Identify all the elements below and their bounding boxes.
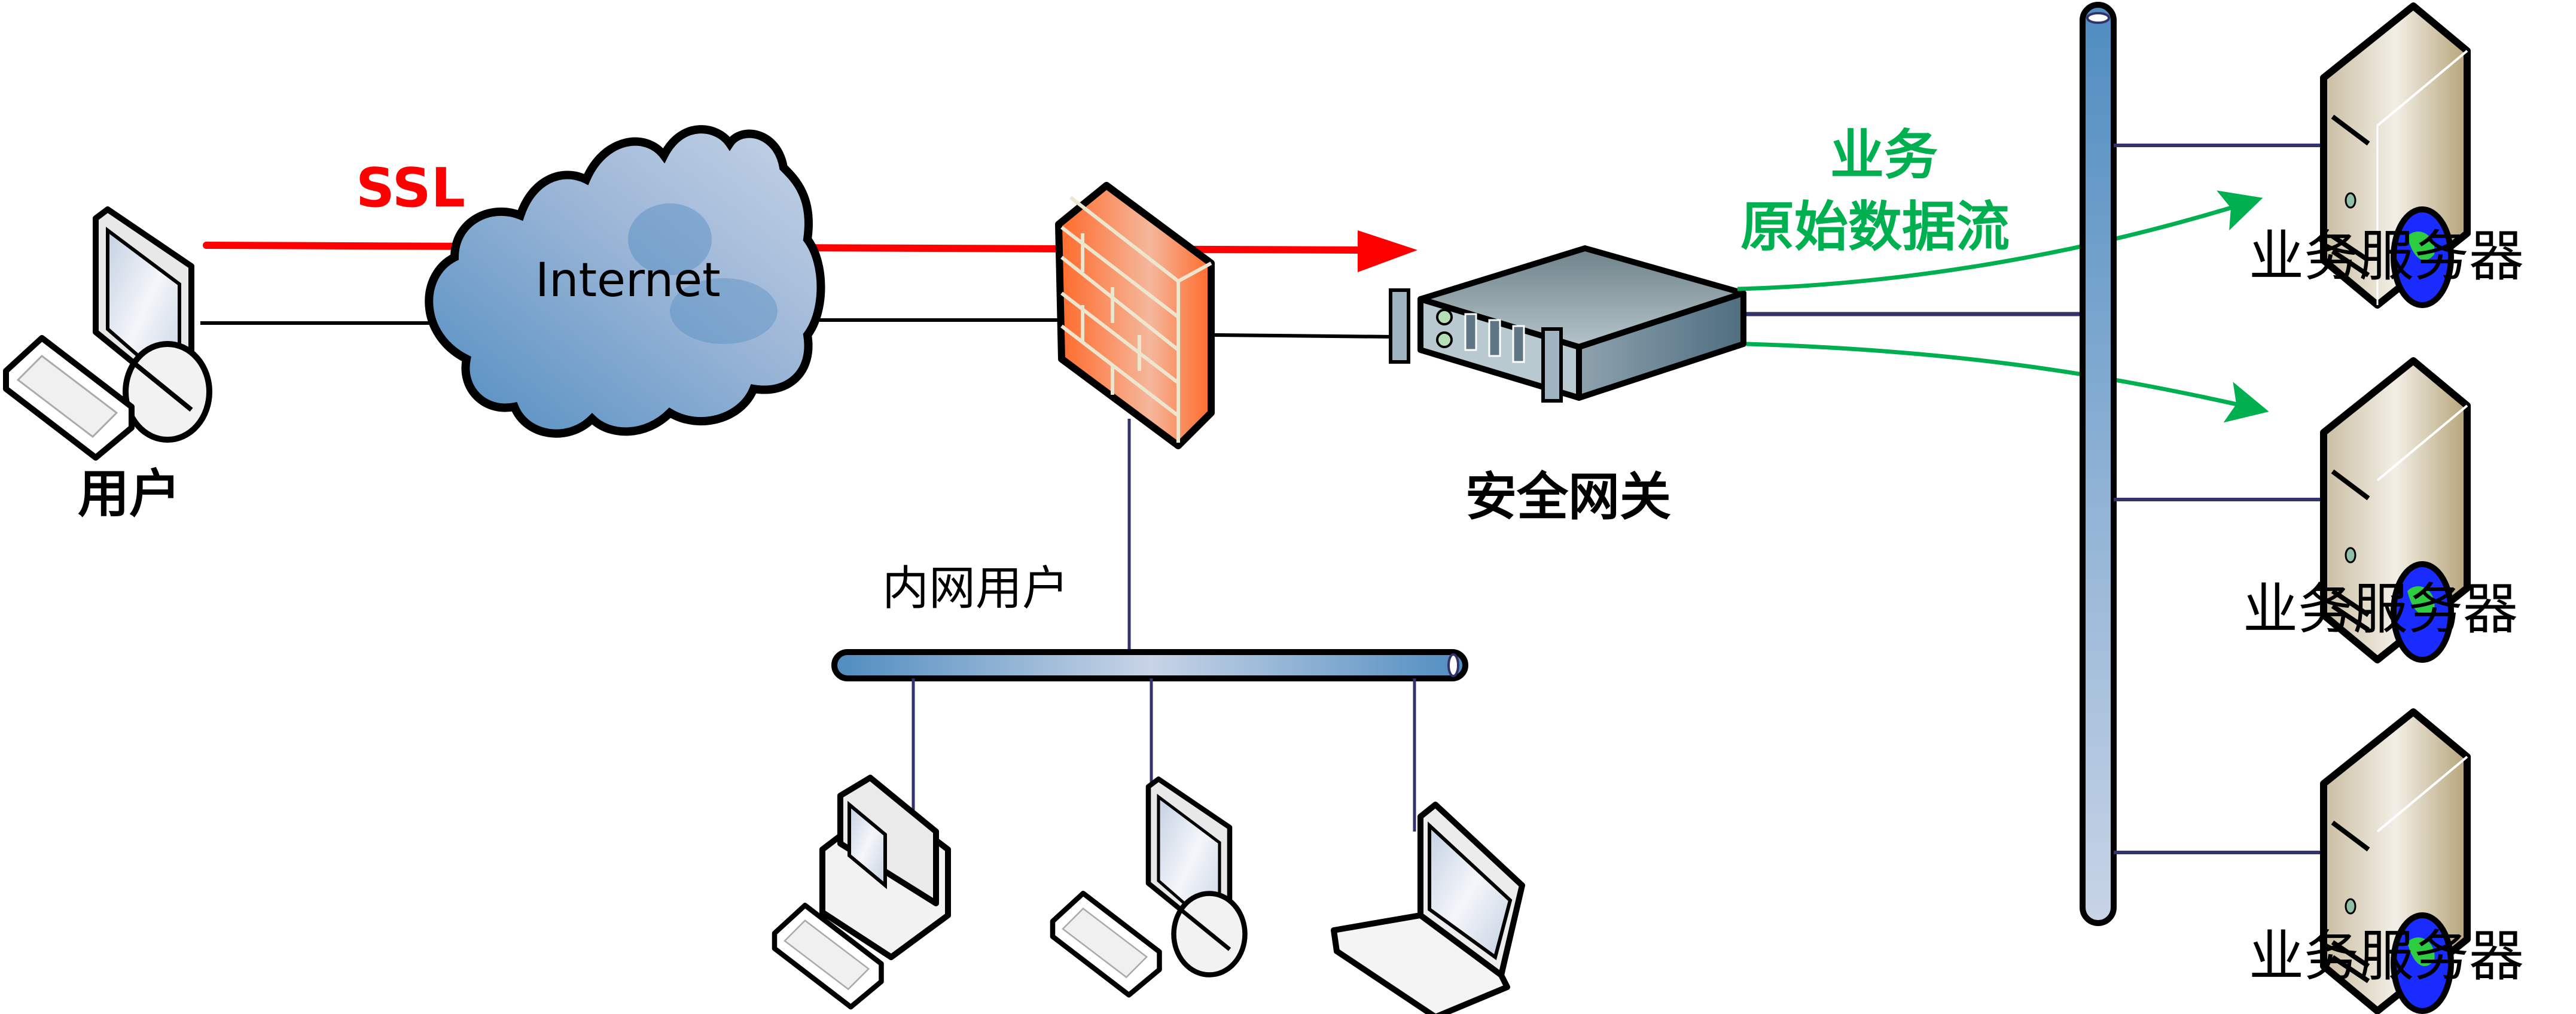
flow-arrow-lower — [1746, 342, 2269, 423]
server-label-2: 业务服务器 — [2243, 577, 2518, 641]
user-label: 用户 — [78, 464, 181, 524]
intranet-label: 内网用户 — [882, 562, 1069, 616]
server-bus — [2080, 2, 2117, 926]
desktop-computer-icon — [1148, 779, 1245, 975]
link-firewall-gateway — [1214, 333, 1394, 339]
tower-computer-icon — [819, 775, 951, 960]
intranet-bus — [831, 649, 1468, 681]
flow-arrow-upper — [1737, 190, 2263, 291]
ssl-label: SSL — [356, 157, 465, 220]
flow-label-line1: 业务 — [1830, 124, 1938, 187]
internet-label: Internet — [535, 254, 721, 307]
keyboard-icon — [1053, 893, 1160, 995]
web-server-icon — [2320, 2, 2471, 309]
cloud-icon — [425, 125, 825, 438]
rack-server-icon — [1389, 245, 1746, 403]
gateway-label: 安全网关 — [1465, 467, 1671, 527]
firewall-icon — [1055, 182, 1215, 449]
web-server-icon — [2320, 708, 2471, 1014]
ssl-arrow-head — [1358, 230, 1417, 272]
server-label-3: 业务服务器 — [2249, 924, 2524, 988]
flow-label-line2: 原始数据流 — [1740, 196, 2010, 258]
server-label-1: 业务服务器 — [2249, 224, 2524, 288]
web-server-icon — [2320, 357, 2471, 663]
laptop-icon — [1331, 802, 1525, 1014]
keyboard-icon — [6, 338, 132, 458]
